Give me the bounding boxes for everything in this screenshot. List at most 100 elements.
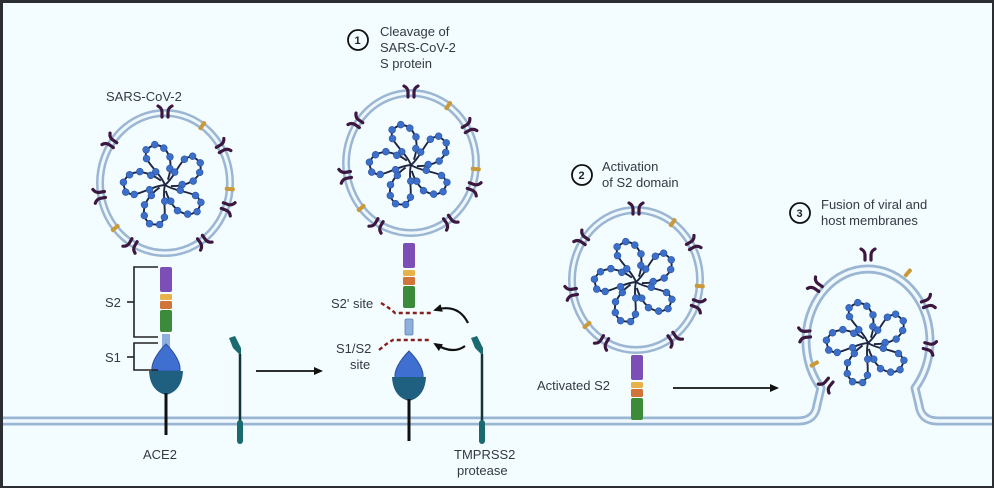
rna-bead: [416, 148, 425, 156]
rna-bead: [166, 153, 174, 161]
rna-bead: [855, 326, 863, 334]
rna-bead: [193, 207, 201, 216]
spike-s2-orange-segment: [403, 277, 415, 285]
spike-s2-green-segment: [631, 398, 643, 420]
membrane-protein: [668, 218, 677, 228]
rna-bead: [899, 317, 907, 325]
envelope-protein: [627, 201, 645, 216]
spike-s2-yellow-segment: [403, 270, 415, 276]
spike-stalk: [162, 334, 170, 350]
rna-bead: [142, 146, 150, 154]
rna-bead: [660, 274, 668, 282]
tmprss2-catalytic-domain: [471, 336, 483, 356]
rna-bead: [429, 190, 438, 198]
rna-bead: [858, 378, 867, 387]
s2prime-cleavage-line: [380, 301, 431, 315]
tmprss2-label: TMPRSS2: [454, 447, 515, 462]
rna-bead: [864, 355, 872, 363]
rna-bead: [130, 190, 138, 199]
rna-bead: [195, 168, 204, 177]
membrane-protein: [444, 101, 453, 111]
rna-bead: [197, 198, 205, 207]
envelope-protein: [666, 330, 685, 349]
tmprss2-transmembrane-domain: [237, 420, 243, 444]
rna-bead: [833, 348, 841, 357]
rna-bead: [613, 251, 622, 260]
rna-bead: [152, 168, 160, 176]
spike-s2-orange-segment: [160, 301, 172, 309]
rna-bead: [422, 166, 430, 174]
envelope-protein: [195, 233, 214, 252]
rna-bead: [160, 213, 169, 221]
rna-bead: [863, 371, 872, 379]
s2prime-site-label: S2' site: [331, 296, 373, 311]
step-3-text-line2: host membranes: [821, 213, 918, 228]
rna-bead: [393, 151, 401, 159]
rna-bead: [616, 316, 625, 325]
spike-activated-s2: [631, 355, 643, 420]
rna-bead: [668, 295, 676, 304]
rna-bead: [406, 124, 414, 132]
rna-bead: [388, 126, 396, 134]
rna-bead: [873, 326, 882, 334]
rna-bead: [631, 241, 639, 249]
envelope-protein: [919, 292, 937, 310]
rna-bead: [386, 191, 395, 200]
rna-bead: [632, 294, 640, 302]
rna-bead: [191, 191, 200, 200]
tmprss2-protease-active: [471, 336, 485, 444]
spike-s2-yellow-segment: [160, 294, 172, 300]
step-2-text-line2: of S2 domain: [602, 175, 679, 190]
envelope-protein: [797, 326, 813, 344]
step-3-number-circle: [789, 202, 811, 224]
spike-s2-green-segment: [403, 286, 415, 308]
ace2-receptor: [147, 369, 185, 435]
rna-bead: [145, 186, 154, 194]
envelope-protein: [441, 213, 460, 232]
virus-label: SARS-CoV-2: [106, 89, 182, 104]
rna-bead: [641, 265, 650, 273]
cleaved-fragment: [404, 318, 414, 336]
envelope-protein: [572, 228, 591, 247]
rna-bead: [435, 157, 443, 165]
rna-bead: [637, 250, 645, 258]
rna-bead: [196, 159, 204, 167]
tmprss2-label-line2: protease: [457, 463, 508, 478]
rna-bead: [626, 317, 635, 326]
s2-bracket: [127, 266, 158, 338]
s2-label: S2: [105, 295, 121, 310]
virus-particle-cleaving: [337, 84, 483, 237]
s1-subunit: [151, 343, 181, 372]
rna-bead: [371, 151, 380, 159]
rna-bead: [896, 365, 904, 374]
rna-bead: [828, 329, 837, 337]
rna-bead: [616, 283, 625, 291]
rna-bead: [160, 144, 168, 152]
virus-particle-intact: [91, 104, 237, 257]
rna-bead: [398, 148, 406, 156]
rna-bead: [183, 210, 192, 218]
envelope-protein: [563, 284, 580, 302]
spike-s2-yellow-segment: [631, 382, 643, 388]
envelope-protein: [367, 217, 385, 235]
step-2-number-circle: [571, 164, 593, 186]
rna-bead: [176, 186, 184, 194]
rna-bead: [623, 265, 631, 273]
step-1-number-circle: [347, 29, 369, 51]
virus-particle-activated: [563, 201, 707, 354]
envelope-protein: [219, 201, 237, 218]
spike-s2-orange-segment: [631, 389, 643, 397]
rna-bead: [365, 158, 374, 166]
step-1-text-line3: S protein: [380, 56, 432, 71]
s1s2-site-label-line2: site: [350, 357, 370, 372]
rna-bead: [664, 304, 672, 313]
rna-bead: [891, 310, 900, 318]
rna-bead: [845, 304, 853, 312]
rna-bead: [848, 344, 857, 352]
rna-bead: [879, 344, 887, 352]
rna-bead: [388, 134, 397, 143]
step-1-text-line2: SARS-CoV-2: [380, 40, 456, 55]
rna-bead: [376, 170, 384, 179]
envelope-protein: [402, 84, 420, 99]
envelope-protein: [214, 136, 233, 155]
